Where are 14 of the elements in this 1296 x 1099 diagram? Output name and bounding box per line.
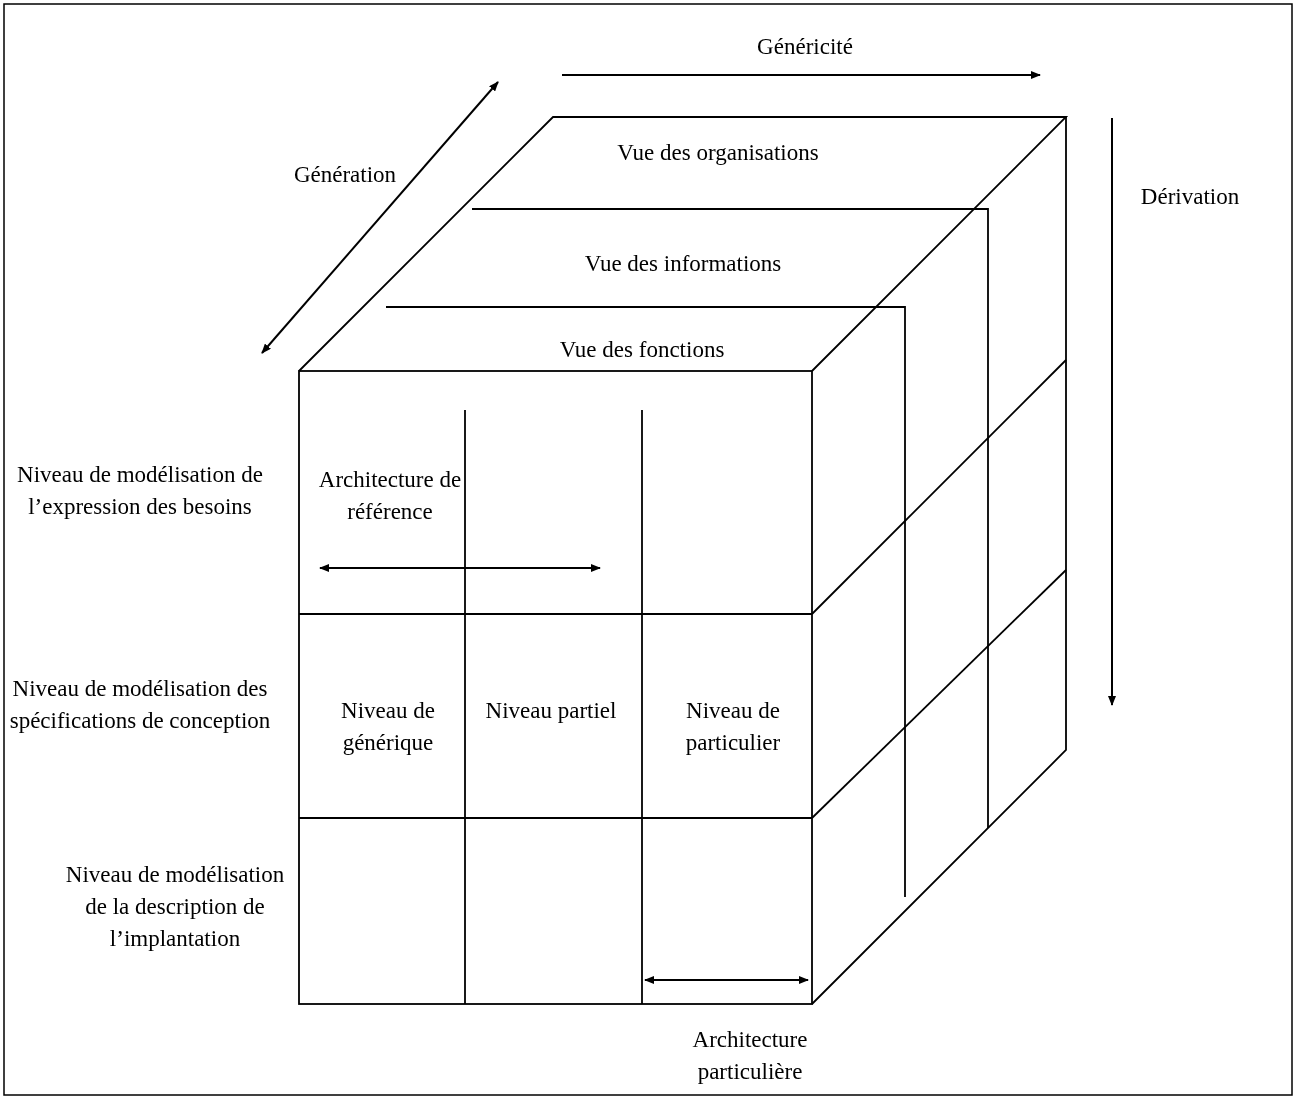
view-label: Vue des fonctions [558,336,726,364]
level-label: Niveau de modélisation de l’expression des besoins [16,461,264,521]
cell-label: Niveau de particulier [684,697,782,757]
cell-label: Niveau partiel [484,697,618,725]
axis-label: Généricité [756,33,854,61]
level-label: Niveau de modélisation des spécifications de conception [8,675,272,735]
view-label: Vue des informations [583,250,783,278]
view-label: Vue des organisations [616,139,820,167]
level-label: Niveau de modélisation de la description de l’implantation [65,861,285,953]
arrow-label: Architecture de référence [317,466,463,526]
axis-label: Génération [292,161,398,189]
axis-label: Dérivation [1139,183,1241,211]
cell-label: Niveau de générique [340,697,436,757]
arrow-label: Architecture particulière [691,1026,809,1086]
